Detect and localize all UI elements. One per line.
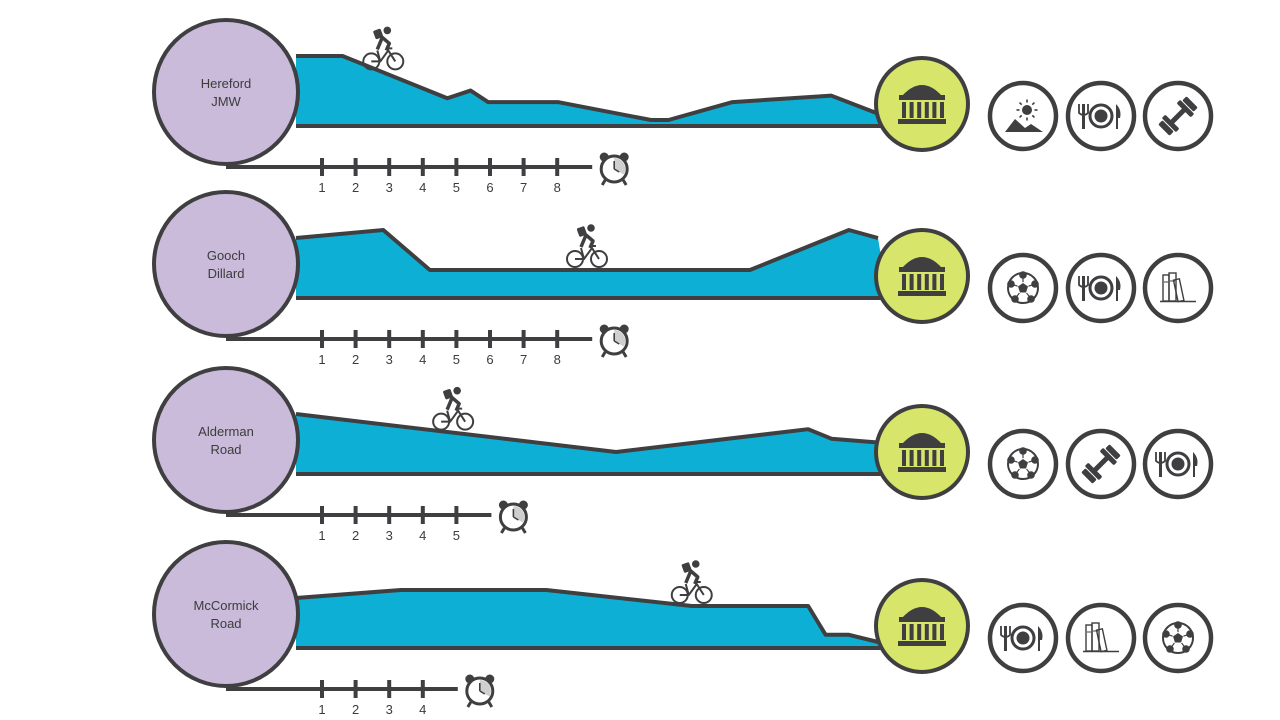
books-icon	[1160, 272, 1196, 303]
dining-icon	[1155, 451, 1198, 477]
amenity-badge	[1142, 428, 1214, 500]
origin-label-line2: Dillard	[208, 266, 245, 281]
minute-label: 4	[419, 352, 426, 367]
alarm-clock-icon	[465, 674, 495, 708]
minute-label: 2	[352, 528, 359, 543]
destination-stop	[874, 228, 970, 324]
amenity-badge	[987, 252, 1059, 324]
minute-label: 6	[486, 352, 493, 367]
origin-label-line2: Road	[210, 616, 241, 631]
origin-stop	[152, 540, 300, 688]
books-icon	[1083, 622, 1119, 653]
soccer-ball-icon	[1007, 271, 1039, 304]
origin-label-line1: Gooch	[207, 248, 245, 263]
cyclist-icon	[566, 224, 608, 268]
elevation-outline	[296, 54, 879, 122]
elevation-outline	[295, 412, 879, 454]
elevation-profile	[296, 414, 888, 474]
amenity-badge	[1065, 602, 1137, 674]
alarm-clock-icon	[498, 500, 528, 534]
minute-label: 1	[318, 702, 325, 717]
amenity-badge	[1065, 252, 1137, 324]
amenity-badge	[1142, 602, 1214, 674]
minute-label: 5	[453, 528, 460, 543]
origin-label-line1: Alderman	[198, 424, 254, 439]
minute-label: 2	[352, 352, 359, 367]
origin-label-line2: Road	[210, 442, 241, 457]
origin-label-line1: Hereford	[201, 76, 252, 91]
destination-stop	[874, 404, 970, 500]
amenity-badge	[987, 428, 1059, 500]
amenity-badge	[1065, 428, 1137, 500]
minute-label: 1	[318, 528, 325, 543]
rotunda-icon	[898, 257, 946, 296]
rotunda-icon	[898, 433, 946, 472]
elevation-outline	[295, 228, 879, 272]
amenity-circle	[1142, 252, 1214, 324]
minute-label: 3	[386, 180, 393, 195]
amenity-circle	[1065, 602, 1137, 674]
minute-label: 4	[419, 702, 426, 717]
minute-label: 7	[520, 180, 527, 195]
elevation-profile	[296, 230, 888, 298]
minute-label: 2	[352, 702, 359, 717]
minute-label: 6	[486, 180, 493, 195]
dumbbell-icon	[1158, 96, 1198, 136]
mountain-sun-icon	[1005, 99, 1043, 132]
origin-stop	[152, 18, 300, 166]
minute-label: 3	[386, 352, 393, 367]
origin-stop	[152, 190, 300, 338]
soccer-ball-icon	[1007, 447, 1039, 480]
amenity-circle	[987, 80, 1059, 152]
elevation-outline	[295, 588, 879, 644]
minute-label: 7	[520, 352, 527, 367]
origin-stop	[152, 366, 300, 514]
cyclist-icon	[362, 26, 405, 71]
rotunda-icon	[898, 85, 946, 124]
origin-label-line1: McCormick	[194, 598, 259, 613]
minute-label: 8	[554, 180, 561, 195]
dumbbell-icon	[1081, 444, 1121, 484]
origin-label-line2: JMW	[211, 94, 241, 109]
amenity-badge	[1142, 80, 1214, 152]
dining-icon	[1078, 275, 1121, 301]
minute-label: 2	[352, 180, 359, 195]
dining-icon	[1078, 103, 1121, 129]
minute-label: 1	[318, 180, 325, 195]
amenity-badge	[1142, 252, 1214, 324]
minute-label: 4	[419, 180, 426, 195]
destination-stop	[874, 578, 970, 674]
amenity-badge	[987, 602, 1059, 674]
amenity-badge	[1065, 80, 1137, 152]
soccer-ball-icon	[1162, 621, 1194, 654]
minute-label: 5	[453, 180, 460, 195]
dining-icon	[1000, 625, 1043, 651]
cyclist-icon	[670, 560, 713, 604]
minute-label: 1	[318, 352, 325, 367]
minute-label: 3	[386, 528, 393, 543]
destination-stop	[874, 56, 970, 152]
elevation-profile	[296, 56, 888, 126]
alarm-clock-icon	[599, 152, 629, 186]
alarm-clock-icon	[599, 324, 629, 358]
amenity-badge	[987, 80, 1059, 152]
minute-label: 5	[453, 352, 460, 367]
cyclist-icon	[432, 386, 475, 431]
minute-label: 8	[554, 352, 561, 367]
minute-label: 3	[386, 702, 393, 717]
rotunda-icon	[898, 607, 946, 646]
elevation-profile	[296, 590, 888, 648]
minute-label: 4	[419, 528, 426, 543]
